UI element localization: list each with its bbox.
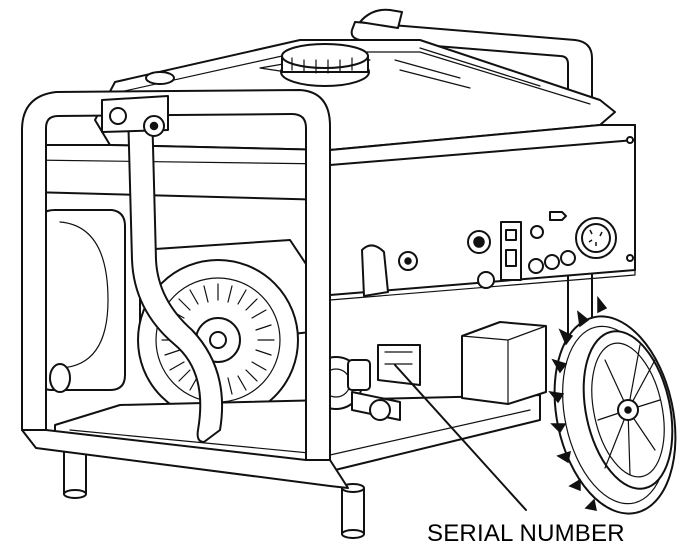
fuel-gauge [145,71,175,85]
fuel-cap [280,43,370,87]
engine [137,239,331,421]
wheel-spokes [597,344,661,476]
front-bottom-rail [21,429,349,489]
tire-tread [548,295,608,511]
wheel [548,295,677,515]
alternator-box [461,321,547,405]
serial-number-callout: SERIAL NUMBER [394,364,625,547]
upper-housing [29,144,331,201]
lifting-handle [101,95,224,443]
choke-lever [361,244,389,297]
control-panel [321,124,636,301]
serial-number-label: SERIAL NUMBER [427,520,625,547]
serial-number-leader-line [394,364,527,511]
air-filter-cover [37,209,126,393]
